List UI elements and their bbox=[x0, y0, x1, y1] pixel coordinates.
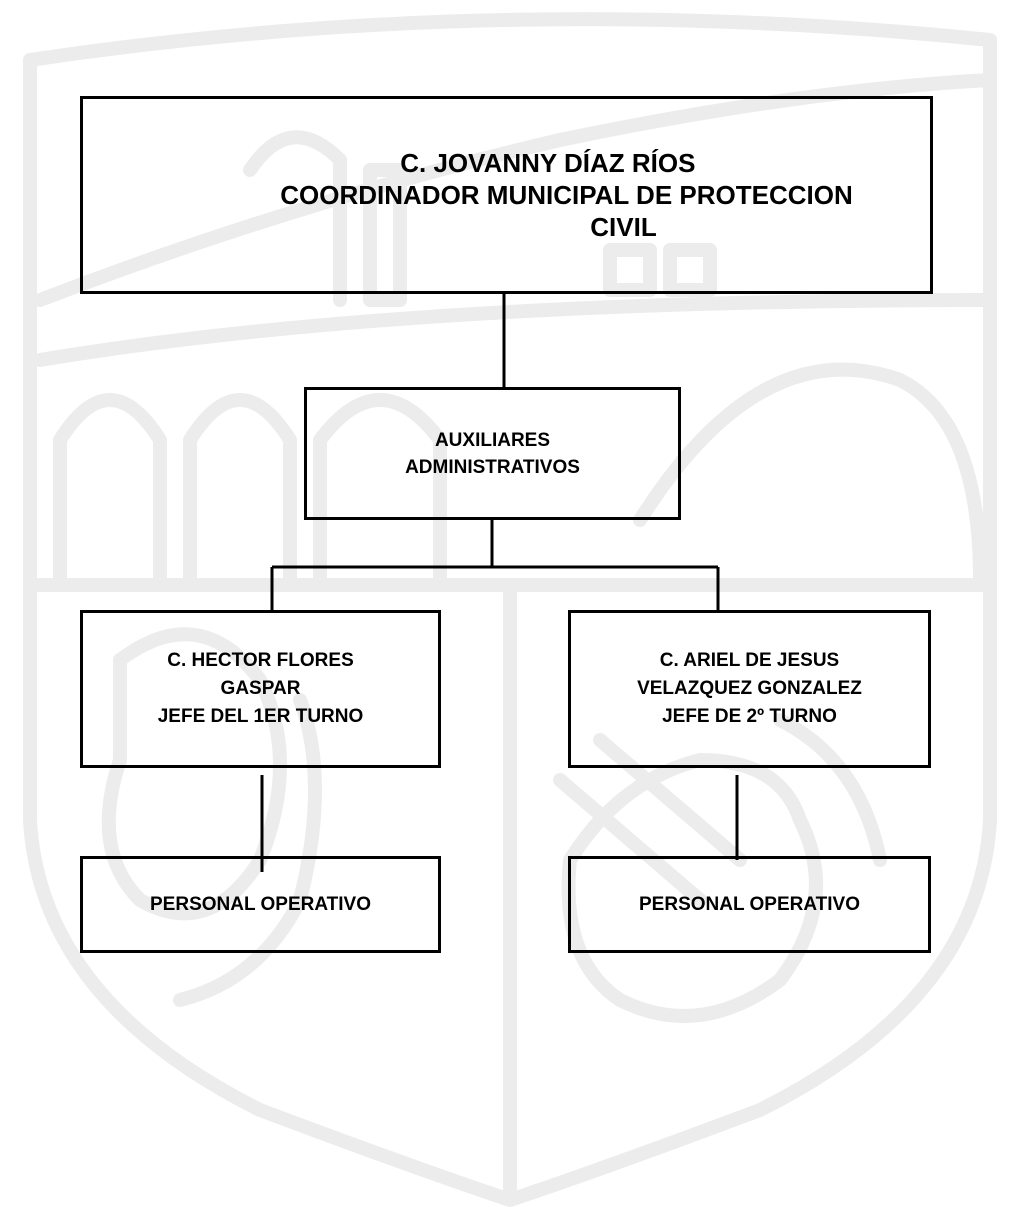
shift1-title: JEFE DEL 1ER TURNO bbox=[157, 706, 364, 727]
coordinator-title: COORDINADOR MUNICIPAL DE PROTECCION bbox=[280, 180, 853, 210]
node-personal-operativo-2: PERSONAL OPERATIVO bbox=[568, 856, 931, 953]
operativo2-label: PERSONAL OPERATIVO bbox=[639, 893, 860, 915]
shift1-name-cont: GASPAR bbox=[220, 678, 301, 699]
shift2-title: JEFE DE 2º TURNO bbox=[662, 706, 837, 727]
node-coordinator: C. JOVANNY DÍAZ RÍOS COORDINADOR MUNICIP… bbox=[80, 96, 933, 294]
node-shift-1: C. HECTOR FLORES GASPAR JEFE DEL 1ER TUR… bbox=[80, 610, 441, 768]
coordinator-title-cont: CIVIL bbox=[590, 212, 657, 242]
auxiliares-line-2: ADMINISTRATIVOS bbox=[405, 456, 580, 478]
node-auxiliares: AUXILIARES ADMINISTRATIVOS bbox=[304, 387, 681, 520]
node-shift-2: C. ARIEL DE JESUS VELAZQUEZ GONZALEZ JEF… bbox=[568, 610, 931, 768]
shift2-name-cont: VELAZQUEZ GONZALEZ bbox=[637, 678, 862, 699]
operativo1-label: PERSONAL OPERATIVO bbox=[150, 893, 371, 915]
shift1-name: C. HECTOR FLORES bbox=[167, 650, 354, 671]
coordinator-name: C. JOVANNY DÍAZ RÍOS bbox=[400, 148, 696, 178]
shift2-name: C. ARIEL DE JESUS bbox=[659, 650, 840, 671]
node-personal-operativo-1: PERSONAL OPERATIVO bbox=[80, 856, 441, 953]
auxiliares-line-1: AUXILIARES bbox=[434, 429, 551, 451]
